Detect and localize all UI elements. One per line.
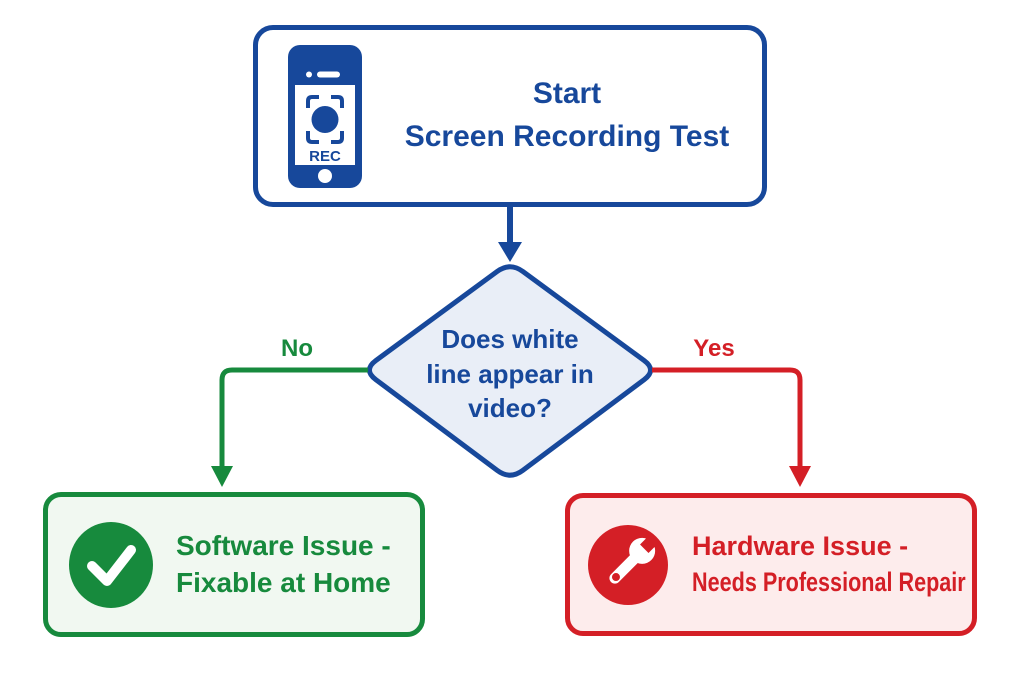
decision-diamond xyxy=(366,264,654,478)
yes-branch-label: Yes xyxy=(693,335,735,362)
start-node-title: Start Screen Recording Test xyxy=(372,73,762,158)
result-node-software: Software Issue - Fixable at Home xyxy=(43,492,425,637)
decision-line2: line appear in xyxy=(426,358,594,389)
check-circle-icon xyxy=(69,521,153,608)
decision-line3: video? xyxy=(468,393,552,424)
hardware-result-title: Hardware Issue - Needs Professional Repa… xyxy=(692,529,1024,600)
start-node: REC Start Screen Recording Test xyxy=(253,25,767,207)
phone-screen-recording-icon: REC xyxy=(288,44,362,188)
arrow-start-to-decision xyxy=(498,205,522,262)
hardware-title-line2: Needs Professional Repair xyxy=(692,566,966,597)
connector-yes-branch xyxy=(652,367,811,487)
connector-no-branch xyxy=(211,367,368,487)
no-branch-label: No xyxy=(281,335,313,362)
start-title-line2: Screen Recording Test xyxy=(404,120,730,153)
decision-line1: Does white xyxy=(441,324,579,354)
start-title-line1: Start xyxy=(532,77,602,111)
wrench-circle-icon xyxy=(588,524,668,605)
hardware-title-line1: Hardware Issue - xyxy=(692,530,909,561)
result-node-hardware: Hardware Issue - Needs Professional Repa… xyxy=(565,493,977,636)
software-title-line1: Software Issue - xyxy=(176,529,391,561)
software-title-line2: Fixable at Home xyxy=(176,566,391,598)
decision-question: Does white line appear in video? xyxy=(380,322,640,426)
software-result-title: Software Issue - Fixable at Home xyxy=(176,528,391,602)
rec-label: REC xyxy=(309,148,341,165)
